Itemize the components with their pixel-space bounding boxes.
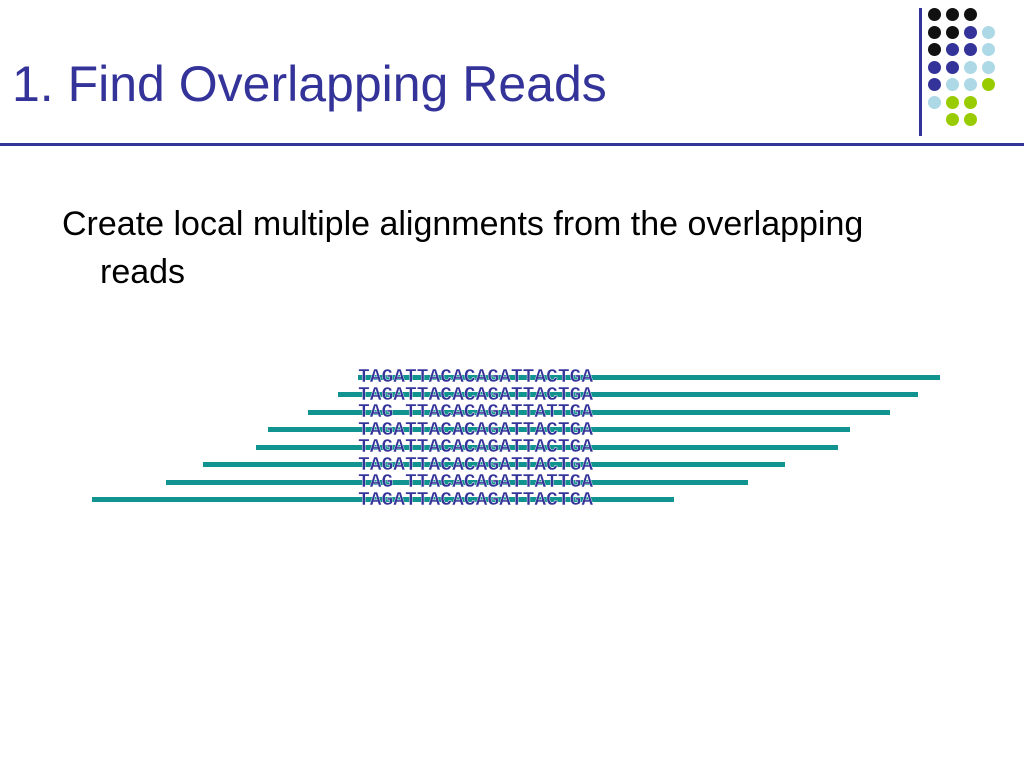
read-sequence: TAGATTACACAGATTACTGA [358, 418, 594, 441]
read-bar [358, 374, 940, 380]
decorative-dot [928, 60, 941, 74]
decorative-dot [946, 25, 959, 39]
read-sequence: TAGATTACACAGATTACTGA [358, 453, 594, 476]
decorative-dot [964, 78, 977, 91]
decorative-dot [928, 95, 941, 109]
title-underline [0, 143, 1024, 146]
decorative-dot [982, 60, 995, 74]
decorative-dot [964, 113, 977, 126]
read-sequence: TAGATTACACAGATTACTGA [358, 488, 594, 511]
decorative-dot [946, 78, 959, 91]
read-bar [308, 409, 890, 415]
decorative-dot [946, 113, 959, 126]
read-bar [268, 427, 850, 432]
read-sequence: TAG TTACACAGATTATTGA [358, 471, 594, 493]
read-bar [166, 479, 748, 485]
decorative-dot [928, 25, 941, 39]
decorative-dot [982, 43, 995, 56]
bullet-point: Create local multiple alignments from th… [62, 205, 864, 291]
decorative-dot [946, 8, 959, 21]
read-sequence: TAG TTACACAGATTATTGA [358, 401, 594, 423]
decorative-dot [964, 95, 977, 109]
decorative-dot [964, 43, 977, 56]
decorative-dot [964, 25, 977, 39]
read-bar [256, 444, 838, 450]
decorative-dot [946, 95, 959, 109]
read-sequence: TAGATTACACAGATTACTGA [358, 436, 594, 458]
decorative-dot [946, 43, 959, 56]
decorative-dot [982, 25, 995, 39]
decorative-dot [964, 8, 977, 21]
decorative-dot [928, 8, 941, 21]
decorative-dot [928, 78, 941, 91]
decorative-dot [964, 60, 977, 74]
read-bar [203, 462, 785, 467]
read-sequence: TAGATTACACAGATTACTGA [358, 366, 594, 388]
read-bar [338, 392, 918, 397]
decorative-dot [928, 43, 941, 56]
decorative-dot [946, 60, 959, 74]
decorative-dot [982, 78, 995, 91]
read-bar [92, 497, 674, 502]
read-sequence: TAGATTACACAGATTACTGA [358, 383, 594, 406]
slide-title: 1. Find Overlapping Reads [12, 56, 607, 112]
decorative-dot-grid [928, 8, 1008, 136]
decorative-vertical-rule [919, 8, 922, 136]
